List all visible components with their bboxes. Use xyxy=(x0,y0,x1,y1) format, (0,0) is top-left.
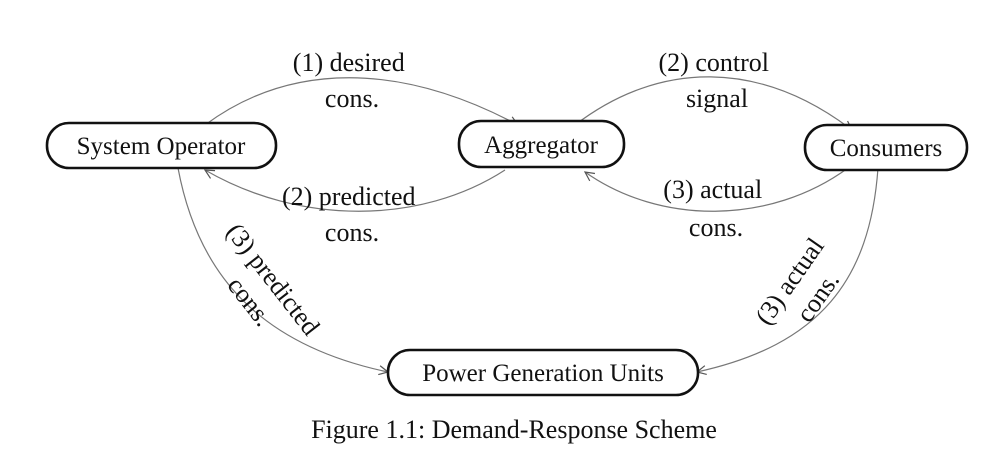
edge-control-signal xyxy=(574,76,854,131)
figure-caption: Figure 1.1: Demand-Response Scheme xyxy=(311,415,717,444)
label-actual-cons-side: (3) actual cons. xyxy=(749,227,859,348)
node-system-operator-label: System Operator xyxy=(77,133,246,160)
edge-actual-cons-side xyxy=(695,167,879,376)
node-consumers: Consumers xyxy=(803,123,969,172)
svg-text:(3) predicted cons.: (3) predicted cons. xyxy=(195,218,329,366)
node-power-generation-units: Power Generation Units xyxy=(386,348,700,397)
edge-actual-cons-top xyxy=(583,167,849,212)
label-control-signal: (2) control signal xyxy=(659,48,776,113)
edge-desired-cons xyxy=(204,77,520,126)
node-power-generation-units-label: Power Generation Units xyxy=(422,360,664,387)
node-aggregator-label: Aggregator xyxy=(484,132,599,159)
svg-text:(3) actual cons.: (3) actual cons. xyxy=(749,227,859,348)
node-aggregator: Aggregator xyxy=(457,119,626,169)
edge-predicted-cons-side xyxy=(177,167,390,376)
node-system-operator: System Operator xyxy=(45,121,278,170)
label-predicted-cons-side: (3) predicted cons. xyxy=(195,218,329,366)
edge-predicted-cons-top xyxy=(203,169,506,212)
label-desired-cons: (1) desired cons. xyxy=(293,48,411,113)
label-predicted-cons-top: (2) predicted cons. xyxy=(282,182,422,247)
node-consumers-label: Consumers xyxy=(830,135,943,162)
label-actual-cons-top: (3) actual cons. xyxy=(663,175,768,242)
